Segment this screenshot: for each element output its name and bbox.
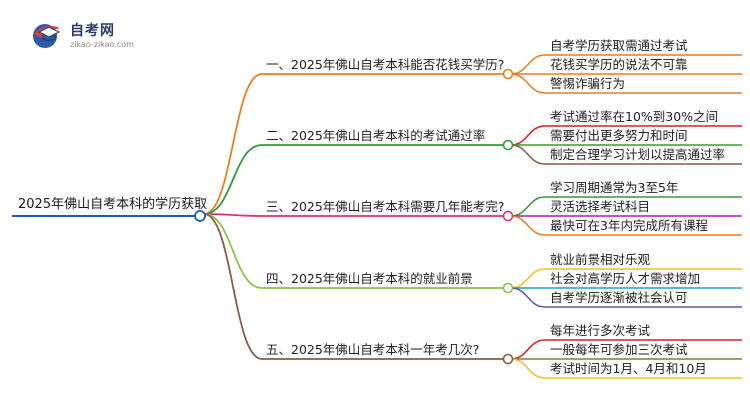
- child-topic-1-3: 警惕诈骗行为: [550, 76, 626, 91]
- branch-node-1: [502, 68, 514, 80]
- branch-node-4: [502, 282, 514, 294]
- connector-branch-1-child-3: [510, 73, 546, 94]
- connector-branch-1-child-1: [510, 54, 546, 75]
- child-topic-3-2: 灵活选择考试科目: [550, 199, 651, 214]
- root-node: [194, 210, 206, 222]
- child-topic-4-2: 社会对高学历人才需求增加: [550, 271, 701, 286]
- connector-root-branch-3: [203, 213, 263, 217]
- branch-node-2: [502, 139, 514, 151]
- connector-branch-3-child-3: [510, 215, 546, 236]
- connector-branch-4-child-3: [510, 287, 546, 308]
- branch-topic-5: 五、2025年佛山自考本科一年考几次?: [266, 342, 480, 357]
- child-topic-5-3: 考试时间为1月、4月和10月: [550, 361, 707, 376]
- graduation-cap-icon: [33, 24, 61, 48]
- connector-root-branch-5: [203, 213, 263, 360]
- branch-topic-4: 四、2025年佛山自考本科的就业前景: [266, 271, 473, 286]
- root-topic: 2025年佛山自考本科的学历获取: [18, 197, 208, 212]
- branch-topic-2: 二、2025年佛山自考本科的考试通过率: [266, 128, 486, 143]
- connector-branch-4-child-1: [510, 268, 546, 289]
- logo-title: 自考网: [70, 23, 115, 39]
- child-topic-1-2: 花钱买学历的说法不可靠: [550, 57, 688, 72]
- connector-root-branch-4: [203, 213, 263, 289]
- connector-branch-5-child-3: [510, 358, 546, 379]
- child-topic-2-3: 制定合理学习计划以提高通过率: [550, 147, 726, 162]
- logo-url: zikao-zikao.com: [70, 40, 134, 49]
- branch-topic-1: 一、2025年佛山自考本科能否花钱买学历?: [266, 57, 505, 72]
- child-topic-5-2: 一般每年可参加三次考试: [550, 342, 688, 357]
- child-topic-4-3: 自考学历逐渐被社会认可: [550, 290, 688, 305]
- branch-node-3: [502, 210, 514, 222]
- connector-root-branch-2: [203, 144, 263, 215]
- child-topic-3-1: 学习周期通常为3至5年: [550, 180, 679, 195]
- child-topic-2-2: 需要付出更多努力和时间: [550, 128, 688, 143]
- child-topic-2-1: 考试通过率在10%到30%之间: [550, 109, 719, 124]
- connector-root-branch-1: [203, 73, 263, 215]
- branch-node-5: [502, 353, 514, 365]
- connector-branch-5-child-1: [510, 339, 546, 360]
- connector-branch-3-child-1: [510, 196, 546, 217]
- child-topic-5-1: 每年进行多次考试: [550, 323, 651, 338]
- connector-branch-2-child-3: [510, 144, 546, 165]
- branch-topic-3: 三、2025年佛山自考本科需要几年能考完?: [266, 199, 505, 214]
- child-topic-4-1: 就业前景相对乐观: [550, 252, 651, 267]
- child-topic-1-1: 自考学历获取需通过考试: [550, 38, 688, 53]
- site-logo: 自考网 zikao-zikao.com: [30, 18, 150, 58]
- child-topic-3-3: 最快可在3年内完成所有课程: [550, 218, 708, 233]
- connector-branch-2-child-1: [510, 125, 546, 146]
